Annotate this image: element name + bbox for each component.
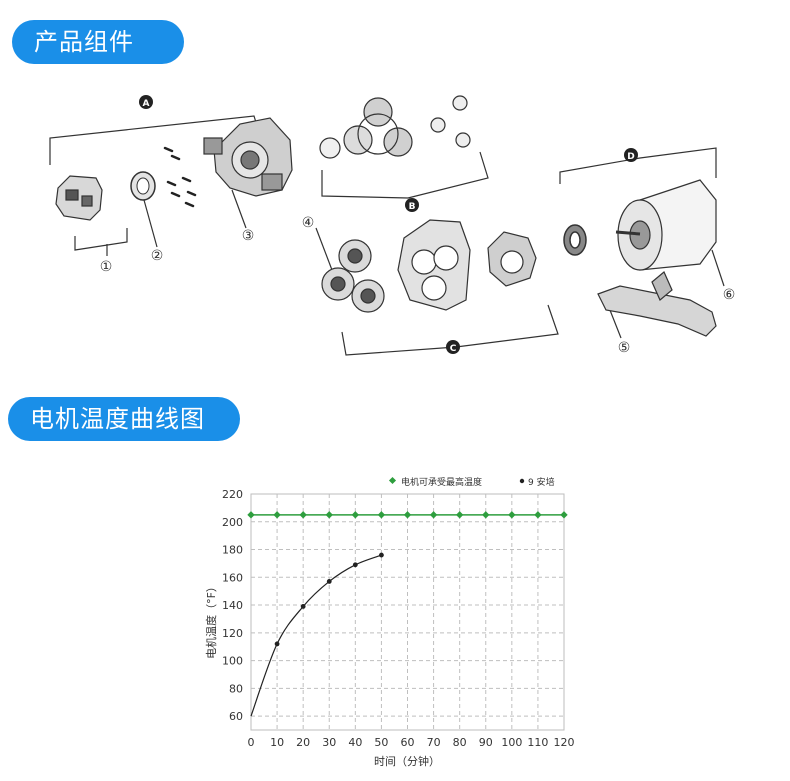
group-label-b: B xyxy=(405,198,419,212)
data-point-9a xyxy=(379,552,384,558)
x-tick-label: 50 xyxy=(374,736,388,749)
y-tick-labels: 60 80 100 120 140 160 180 200 220 xyxy=(222,488,243,723)
data-point-max-temp xyxy=(325,511,333,519)
data-point-max-temp xyxy=(377,511,386,519)
data-point-max-temp xyxy=(299,511,307,519)
part-5-base-bracket xyxy=(597,271,717,337)
group-label-d: D xyxy=(624,148,638,162)
group-d-bracket xyxy=(559,147,717,184)
x-tick-label: 20 xyxy=(296,736,310,749)
x-tick-label: 60 xyxy=(401,736,415,749)
part-number-3: ③ xyxy=(242,228,255,244)
part-c-wobble-housing xyxy=(397,219,537,311)
part-number-1: ① xyxy=(100,259,113,275)
part-number-6: ⑥ xyxy=(723,287,736,303)
screws xyxy=(163,146,197,208)
data-point-max-temp xyxy=(351,511,360,519)
data-point-9a xyxy=(326,579,332,584)
data-point-max-temp xyxy=(508,511,516,519)
part-b-valve-assembly xyxy=(319,95,471,159)
group-label-a: A xyxy=(139,95,153,109)
part-2-seal-ring xyxy=(130,171,156,201)
motor-temperature-chart: 0 10 20 30 40 50 60 70 80 90 100 110 120 60 80 100 120 1… xyxy=(204,476,575,768)
x-tick-label: 90 xyxy=(479,736,493,749)
data-point-max-temp xyxy=(534,511,542,519)
section-title-components: 产品组件 xyxy=(12,20,184,64)
x-tick-label: 120 xyxy=(554,736,575,749)
part-number-4: ④ xyxy=(302,215,315,231)
svg-text:B: B xyxy=(409,202,416,212)
data-point-max-temp xyxy=(455,511,464,519)
data-point-max-temp xyxy=(247,511,255,519)
legend: 电机可承受最高温度 9 安培 xyxy=(388,476,555,488)
group-label-c: C xyxy=(446,340,460,354)
legend-label-9a: 9 安培 xyxy=(528,476,555,488)
legend-label-max-temp: 电机可承受最高温度 xyxy=(401,476,482,488)
data-point-max-temp xyxy=(273,511,281,519)
y-tick-label: 60 xyxy=(229,710,243,723)
y-tick-label: 80 xyxy=(229,682,243,695)
part-d-bearing xyxy=(563,224,587,256)
x-tick-labels: 0 10 20 30 40 50 60 70 80 90 100 110 120 xyxy=(248,736,575,749)
y-axis-label: 电机温度（°F） xyxy=(204,581,218,659)
x-tick-label: 10 xyxy=(270,736,284,749)
x-tick-label: 80 xyxy=(453,736,467,749)
series-layer xyxy=(247,511,568,717)
y-tick-label: 100 xyxy=(222,655,243,668)
x-tick-label: 0 xyxy=(248,736,255,749)
part-1-housing xyxy=(55,175,103,221)
legend-marker-9a xyxy=(519,478,525,484)
y-tick-label: 200 xyxy=(222,516,243,529)
y-tick-label: 160 xyxy=(222,571,243,584)
x-tick-label: 30 xyxy=(322,736,336,749)
part-3-pump-head xyxy=(203,117,293,197)
exploded-parts-diagram: A B C D ① ② ③ ④ ⑤ ⑥ xyxy=(49,95,736,356)
part-number-5: ⑤ xyxy=(618,340,631,356)
data-point-max-temp xyxy=(560,511,568,519)
x-tick-label: 110 xyxy=(527,736,548,749)
svg-text:A: A xyxy=(143,99,150,109)
y-tick-label: 120 xyxy=(222,627,243,640)
svg-text:D: D xyxy=(627,152,634,162)
y-tick-label: 220 xyxy=(222,488,243,501)
data-point-max-temp xyxy=(429,511,438,519)
part-4-diaphragm xyxy=(321,239,385,313)
group-b-bracket xyxy=(321,151,489,199)
data-point-max-temp xyxy=(482,511,490,519)
x-tick-label: 70 xyxy=(427,736,441,749)
x-axis-label: 时间（分钟） xyxy=(374,754,440,768)
legend-marker-max-temp xyxy=(388,476,397,485)
data-point-max-temp xyxy=(403,511,412,519)
part-number-2: ② xyxy=(151,248,164,264)
x-tick-label: 100 xyxy=(501,736,522,749)
data-point-9a xyxy=(274,641,280,647)
part-1-bracket xyxy=(74,228,128,251)
data-point-9a xyxy=(300,604,306,609)
grid xyxy=(251,494,564,730)
y-tick-label: 140 xyxy=(222,599,243,612)
x-tick-label: 40 xyxy=(348,736,362,749)
y-tick-label: 180 xyxy=(222,544,243,557)
section-title-chart: 电机温度曲线图 xyxy=(8,397,240,441)
part-6-motor xyxy=(615,179,717,271)
svg-text:C: C xyxy=(450,344,457,354)
data-point-9a xyxy=(352,562,358,568)
